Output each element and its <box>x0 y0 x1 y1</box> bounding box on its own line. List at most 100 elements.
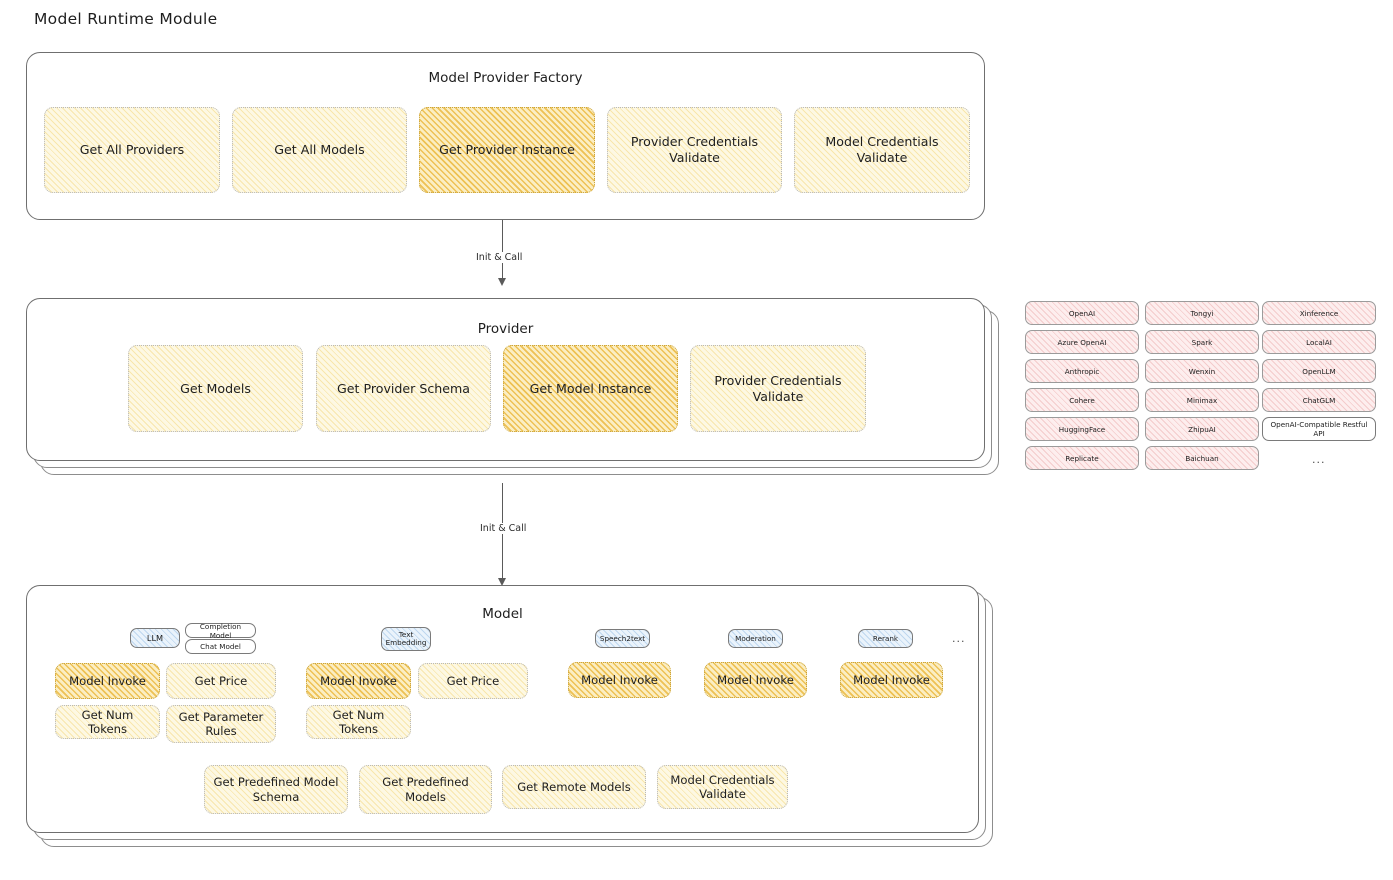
node-label: Get Provider Schema <box>337 380 470 396</box>
badge-label: Rerank <box>872 634 899 643</box>
node-model-invoke-speech2text[interactable]: Model Invoke <box>568 662 671 698</box>
provider-chip-huggingface[interactable]: HuggingFace <box>1025 417 1139 441</box>
node-get-all-providers[interactable]: Get All Providers <box>44 107 220 193</box>
node-label: Provider Credentials Validate <box>630 134 759 165</box>
chip-label: Replicate <box>1065 453 1099 463</box>
badges-more: ... <box>952 632 966 645</box>
chip-label: OpenAI <box>1068 308 1096 318</box>
node-model-credentials-validate-model[interactable]: Model Credentials Validate <box>657 765 788 809</box>
arrow-factory-to-provider-line <box>502 220 504 280</box>
badge-label: Completion Model <box>199 621 242 640</box>
provider-chip-replicate[interactable]: Replicate <box>1025 446 1139 470</box>
node-get-price-text-embedding[interactable]: Get Price <box>418 663 528 699</box>
badge-label: Moderation <box>735 634 776 643</box>
node-get-num-tokens-llm[interactable]: Get Num Tokens <box>55 705 160 739</box>
badge-label: LLM <box>146 632 164 643</box>
badge-label: Text Embedding <box>385 629 427 647</box>
badge-text-embedding[interactable]: Text Embedding <box>381 627 431 651</box>
badge-speech2text[interactable]: Speech2text <box>595 629 650 648</box>
node-model-invoke-text-embedding[interactable]: Model Invoke <box>306 663 411 699</box>
provider-chip-spark[interactable]: Spark <box>1145 330 1259 354</box>
provider-chip-minimax[interactable]: Minimax <box>1145 388 1259 412</box>
node-label: Get Predefined Model Schema <box>213 775 339 804</box>
node-model-credentials-validate-factory[interactable]: Model Credentials Validate <box>794 107 970 193</box>
node-get-model-instance[interactable]: Get Model Instance <box>503 345 678 432</box>
node-label: Model Invoke <box>581 672 658 687</box>
chip-label: Azure OpenAI <box>1057 337 1107 347</box>
node-get-num-tokens-text-embedding[interactable]: Get Num Tokens <box>306 705 411 739</box>
node-label: Get Predefined Models <box>382 775 469 804</box>
node-get-all-models[interactable]: Get All Models <box>232 107 407 193</box>
node-label: Provider Credentials Validate <box>714 372 842 404</box>
provider-chip-openai[interactable]: OpenAI <box>1025 301 1139 325</box>
provider-chip-azure-openai[interactable]: Azure OpenAI <box>1025 330 1139 354</box>
node-label: Model Credentials Validate <box>825 134 939 165</box>
provider-chip-localai[interactable]: LocalAI <box>1262 330 1376 354</box>
node-get-provider-instance[interactable]: Get Provider Instance <box>419 107 595 193</box>
arrow-provider-to-model-head <box>498 578 506 586</box>
node-label: Get Price <box>194 673 248 688</box>
node-label: Get Parameter Rules <box>178 709 264 738</box>
provider-chip-openai-compatible-restful-api[interactable]: OpenAI-Compatible Restful API <box>1262 417 1376 441</box>
badge-rerank[interactable]: Rerank <box>858 629 913 648</box>
provider-list-more: ... <box>1312 453 1326 466</box>
node-get-remote-models[interactable]: Get Remote Models <box>502 765 646 809</box>
node-label: Get Remote Models <box>517 779 631 794</box>
chip-label: LocalAI <box>1306 337 1332 347</box>
badge-completion-model[interactable]: Completion Model <box>185 621 256 640</box>
chip-label: Anthropic <box>1064 366 1100 376</box>
provider-chip-cohere[interactable]: Cohere <box>1025 388 1139 412</box>
chip-label: ZhipuAI <box>1188 424 1216 434</box>
badge-label: Chat Model <box>200 642 241 651</box>
badge-moderation[interactable]: Moderation <box>728 629 783 648</box>
node-model-invoke-rerank[interactable]: Model Invoke <box>840 662 943 698</box>
node-get-predefined-models[interactable]: Get Predefined Models <box>359 765 492 814</box>
badge-label: Speech2text <box>599 634 646 643</box>
node-label: Get All Providers <box>79 142 185 158</box>
provider-chip-zhipuai[interactable]: ZhipuAI <box>1145 417 1259 441</box>
provider-chip-openllm[interactable]: OpenLLM <box>1262 359 1376 383</box>
node-model-invoke-llm[interactable]: Model Invoke <box>55 663 160 699</box>
page-title: Model Runtime Module <box>34 10 218 28</box>
node-label: Get Price <box>446 673 500 688</box>
node-model-invoke-moderation[interactable]: Model Invoke <box>704 662 807 698</box>
chip-label: OpenLLM <box>1302 366 1336 376</box>
provider-chip-tongyi[interactable]: Tongyi <box>1145 301 1259 325</box>
chip-label: Wenxin <box>1188 366 1216 376</box>
provider-chip-anthropic[interactable]: Anthropic <box>1025 359 1139 383</box>
chip-label: HuggingFace <box>1058 424 1106 434</box>
provider-chip-xinference[interactable]: Xinference <box>1262 301 1376 325</box>
chip-label: Tongyi <box>1190 308 1214 318</box>
provider-chip-chatglm[interactable]: ChatGLM <box>1262 388 1376 412</box>
provider-chip-wenxin[interactable]: Wenxin <box>1145 359 1259 383</box>
node-get-provider-schema[interactable]: Get Provider Schema <box>316 345 491 432</box>
panel-title-factory: Model Provider Factory <box>428 70 583 86</box>
chip-label: ChatGLM <box>1302 395 1336 405</box>
node-get-price-llm[interactable]: Get Price <box>166 663 276 699</box>
node-provider-credentials-validate[interactable]: Provider Credentials Validate <box>690 345 866 432</box>
node-provider-credentials-validate-factory[interactable]: Provider Credentials Validate <box>607 107 782 193</box>
chip-label: Spark <box>1191 337 1213 347</box>
node-label: Model Invoke <box>853 672 930 687</box>
arrow-label-init-call-1: Init & Call <box>473 252 526 263</box>
badge-chat-model[interactable]: Chat Model <box>185 639 256 654</box>
node-label: Model Credentials Validate <box>670 772 775 801</box>
node-label: Get All Models <box>274 142 365 158</box>
badge-llm[interactable]: LLM <box>130 628 180 648</box>
node-label: Model Invoke <box>69 673 146 688</box>
panel-title-provider: Provider <box>477 321 534 337</box>
node-get-predefined-model-schema[interactable]: Get Predefined Model Schema <box>204 765 348 814</box>
node-label: Model Invoke <box>717 672 794 687</box>
node-get-models[interactable]: Get Models <box>128 345 303 432</box>
node-label: Get Num Tokens <box>332 707 385 736</box>
chip-label: OpenAI-Compatible Restful API <box>1270 420 1368 438</box>
node-label: Get Provider Instance <box>439 142 575 158</box>
chip-label: Xinference <box>1299 308 1339 318</box>
node-label: Model Invoke <box>320 673 397 688</box>
provider-chip-baichuan[interactable]: Baichuan <box>1145 446 1259 470</box>
node-get-parameter-rules-llm[interactable]: Get Parameter Rules <box>166 705 276 743</box>
node-label: Get Num Tokens <box>81 707 134 736</box>
chip-label: Baichuan <box>1185 453 1219 463</box>
chip-label: Minimax <box>1186 395 1218 405</box>
